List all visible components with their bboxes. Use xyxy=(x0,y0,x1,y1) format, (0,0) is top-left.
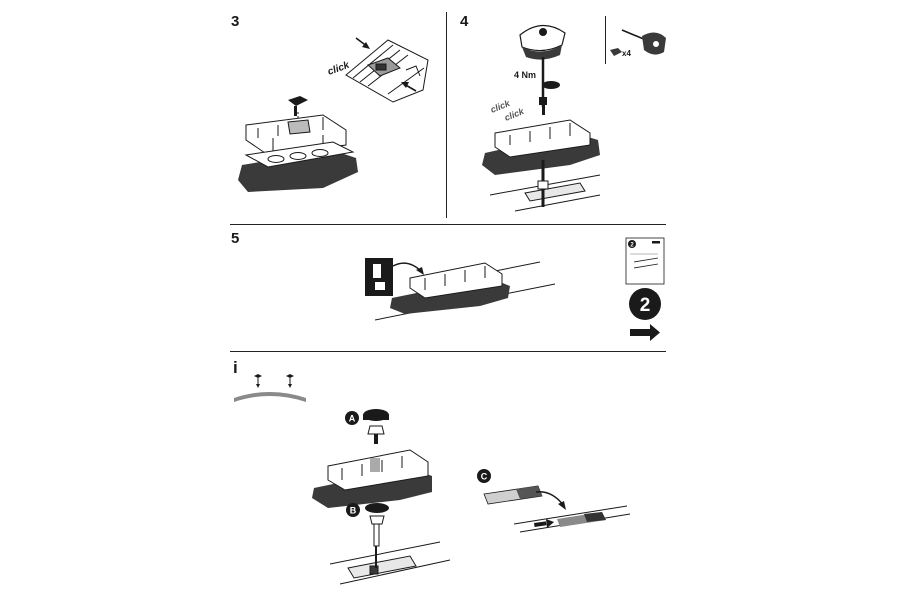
step-4-screw xyxy=(539,97,547,115)
step-4-bolt xyxy=(537,160,549,207)
torque-wrench xyxy=(519,24,566,107)
quantity-label: x4 xyxy=(622,49,631,58)
callout-c-badge xyxy=(477,469,491,483)
info-roof-rail xyxy=(329,541,451,585)
step-4-number: 4 xyxy=(460,13,469,30)
step-3-screw-part xyxy=(288,96,308,116)
info-illustration: A B xyxy=(312,409,451,585)
knob-a xyxy=(363,409,389,444)
right-arrow-icon xyxy=(630,324,660,341)
step-3-arrow-bottom xyxy=(401,82,417,92)
knob-small-icon xyxy=(610,48,622,56)
roof-marker-left xyxy=(254,374,262,388)
roof-marker-right xyxy=(286,374,294,388)
step-5-cover-piece xyxy=(365,258,393,296)
knob-accessory: x4 xyxy=(610,29,666,58)
step-divider-top xyxy=(230,224,666,225)
step-3-zoom-inset xyxy=(345,39,429,103)
torque-label: 4 Nm xyxy=(514,70,536,80)
step-5-number: 5 xyxy=(231,230,240,247)
callout-a-badge xyxy=(345,411,359,425)
next-manual-reference: 2 2 xyxy=(625,237,665,341)
step-3-illustration: click xyxy=(238,37,429,192)
callout-b-label: B xyxy=(350,506,357,516)
roof-profile-illustration xyxy=(234,374,306,402)
callout-c-label: C xyxy=(481,472,488,482)
next-page-number: 2 xyxy=(640,295,651,316)
torque-rotate-icon xyxy=(542,81,560,89)
pad-push-arrow xyxy=(534,519,554,528)
step-divider-bottom xyxy=(230,351,666,352)
step-4-foot xyxy=(482,119,600,175)
step-4-roof-rail xyxy=(489,174,601,212)
knob-b xyxy=(365,503,389,547)
pad-sticker xyxy=(483,485,543,505)
info-foot xyxy=(312,449,432,508)
callout-c-illustration: C xyxy=(477,469,631,533)
step-3-number: 3 xyxy=(231,13,240,30)
callout-a-label: A xyxy=(349,414,356,424)
step-4-illustration: 4 Nm click click xyxy=(482,24,601,212)
manual-thumbnail-badge xyxy=(628,240,636,248)
accessory-divider xyxy=(605,16,606,64)
step-5-foot xyxy=(390,262,510,314)
step-3-arrow-top xyxy=(355,37,370,49)
info-symbol: i xyxy=(233,358,238,377)
next-page-badge xyxy=(629,288,661,320)
step-5-illustration xyxy=(365,258,556,321)
step-3-foot-base xyxy=(238,141,358,192)
callout-b-badge xyxy=(346,503,360,517)
manual-thumbnail-badge-number: 2 xyxy=(630,243,634,249)
step-divider-vertical xyxy=(446,12,447,218)
pad-roof-rail xyxy=(513,505,631,533)
